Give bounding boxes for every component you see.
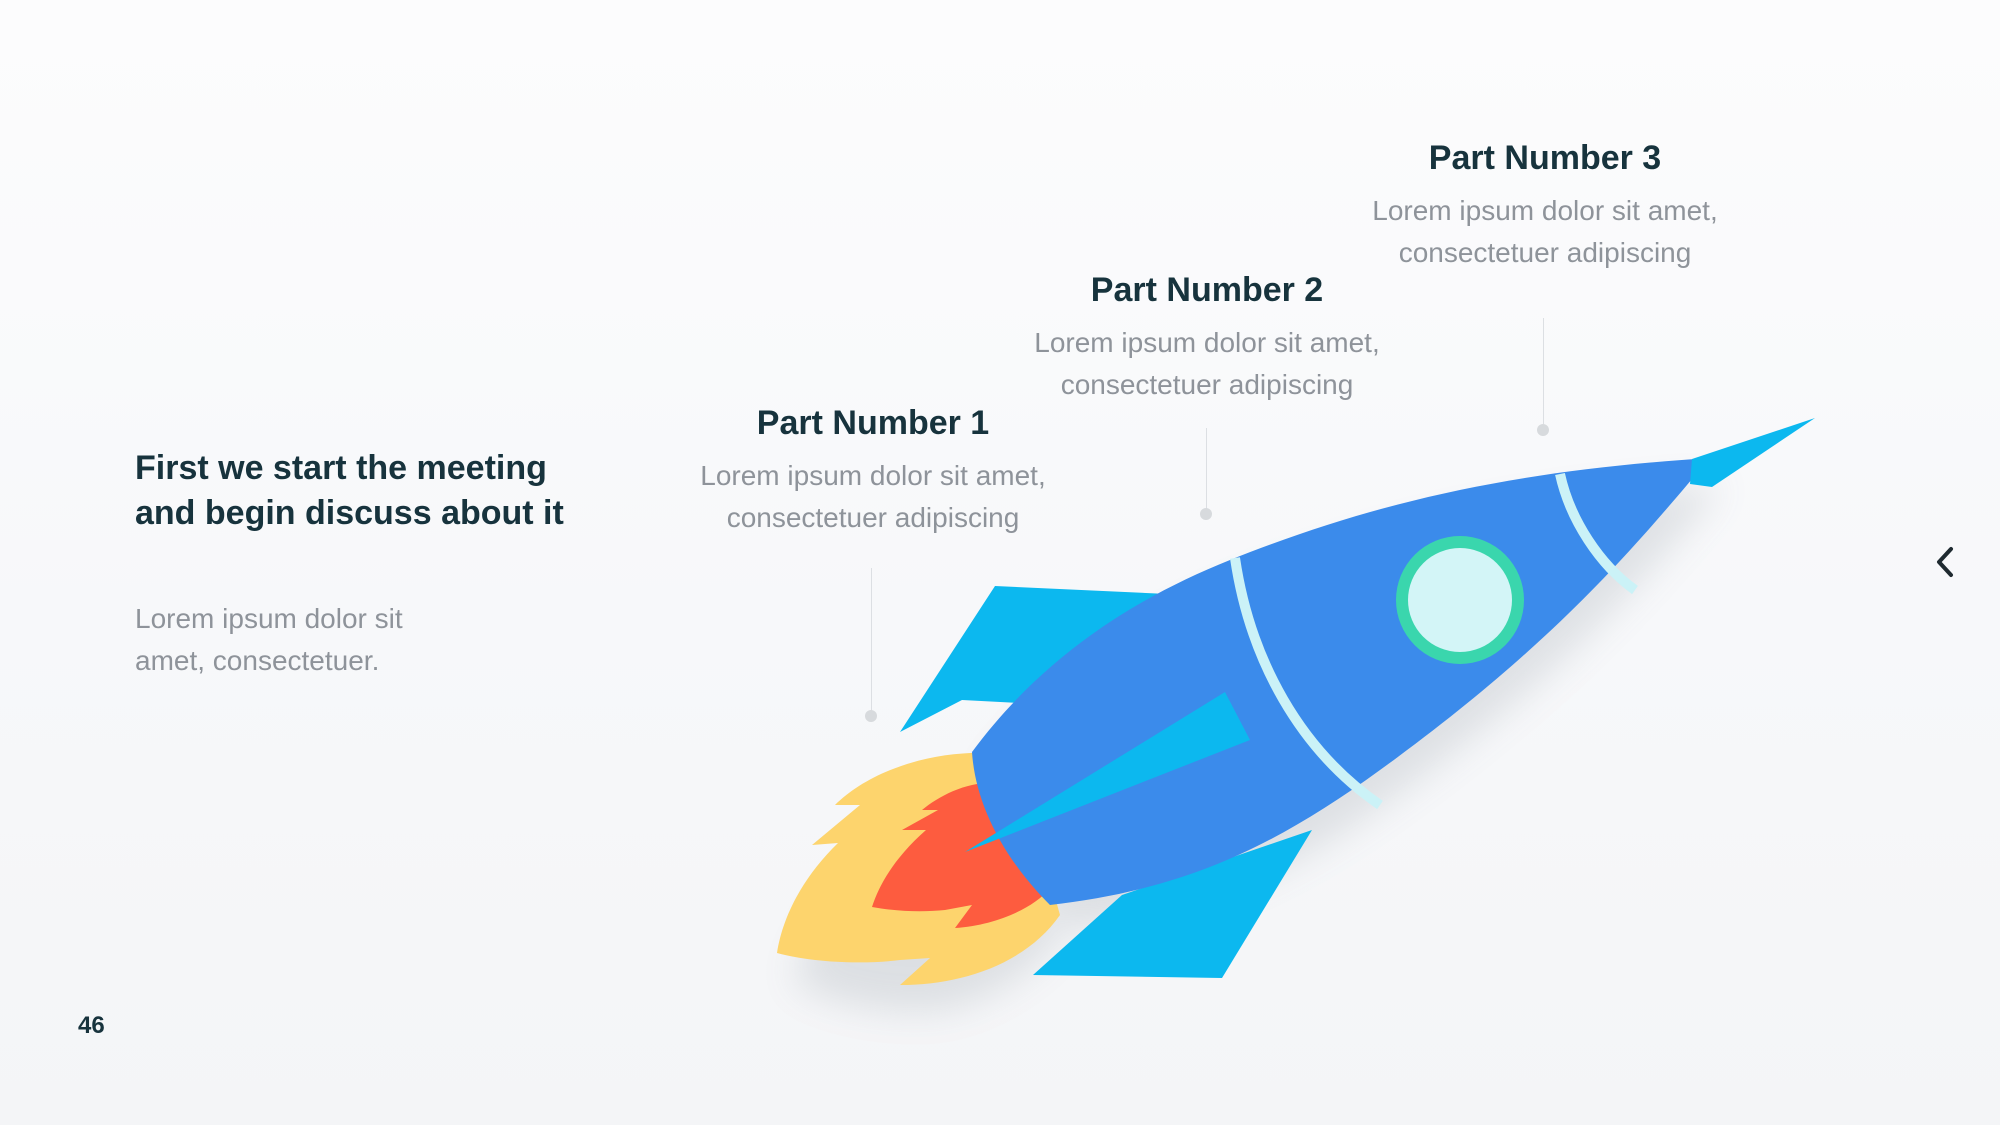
part-2-connector (1206, 428, 1207, 512)
part-2-connector-dot (1200, 508, 1212, 520)
intro-text: Lorem ipsum dolor sit amet, consectetuer… (135, 598, 475, 682)
part-1-connector-dot (865, 710, 877, 722)
part-2-title: Part Number 2 (1090, 271, 1324, 309)
part-3-desc-line1: Lorem ipsum dolor sit amet, (1372, 195, 1718, 226)
part-1-desc-line1: Lorem ipsum dolor sit amet, (700, 460, 1046, 491)
intro-text-line2: amet, consectetuer. (135, 645, 380, 676)
rocket-stripe-front (1555, 472, 1638, 595)
rocket-side-streak (965, 692, 1250, 852)
part-3-connector (1543, 318, 1544, 424)
intro-heading: First we start the meeting and begin dis… (135, 446, 655, 536)
part-3-desc: Lorem ipsum dolor sit amet, consectetuer… (1335, 190, 1755, 274)
intro-text-line1: Lorem ipsum dolor sit (135, 603, 403, 634)
previous-slide-button[interactable] (1925, 540, 1965, 584)
part-3: Part Number 3 Lorem ipsum dolor sit amet… (1335, 139, 1755, 274)
part-2-desc-line2: consectetuer adipiscing (1060, 369, 1354, 400)
part-1-connector (871, 568, 872, 714)
rocket-body (972, 458, 1710, 905)
chevron-left-icon (1937, 547, 1953, 577)
part-1: Part Number 1 Lorem ipsum dolor sit amet… (663, 404, 1083, 539)
part-2-desc-line1: Lorem ipsum dolor sit amet, (1034, 327, 1380, 358)
part-1-desc-line2: consectetuer adipiscing (726, 502, 1020, 533)
rocket-bottom-fin (1033, 830, 1312, 978)
part-3-desc-line2: consectetuer adipiscing (1398, 237, 1692, 268)
part-1-title: Part Number 1 (756, 404, 990, 442)
part-1-desc: Lorem ipsum dolor sit amet, consectetuer… (663, 455, 1083, 539)
part-2: Part Number 2 Lorem ipsum dolor sit amet… (997, 271, 1417, 406)
page-number: 46 (78, 1012, 105, 1039)
part-2-desc: Lorem ipsum dolor sit amet, consectetuer… (997, 322, 1417, 406)
rocket-nose-tip (1690, 418, 1815, 487)
part-3-title: Part Number 3 (1428, 139, 1662, 177)
rocket-window-glass (1408, 548, 1512, 652)
intro-heading-line1: First we start the meeting (135, 449, 547, 487)
intro-heading-line2: and begin discuss about it (135, 494, 564, 532)
part-3-connector-dot (1537, 424, 1549, 436)
rocket-stripe-rear (1230, 557, 1383, 810)
